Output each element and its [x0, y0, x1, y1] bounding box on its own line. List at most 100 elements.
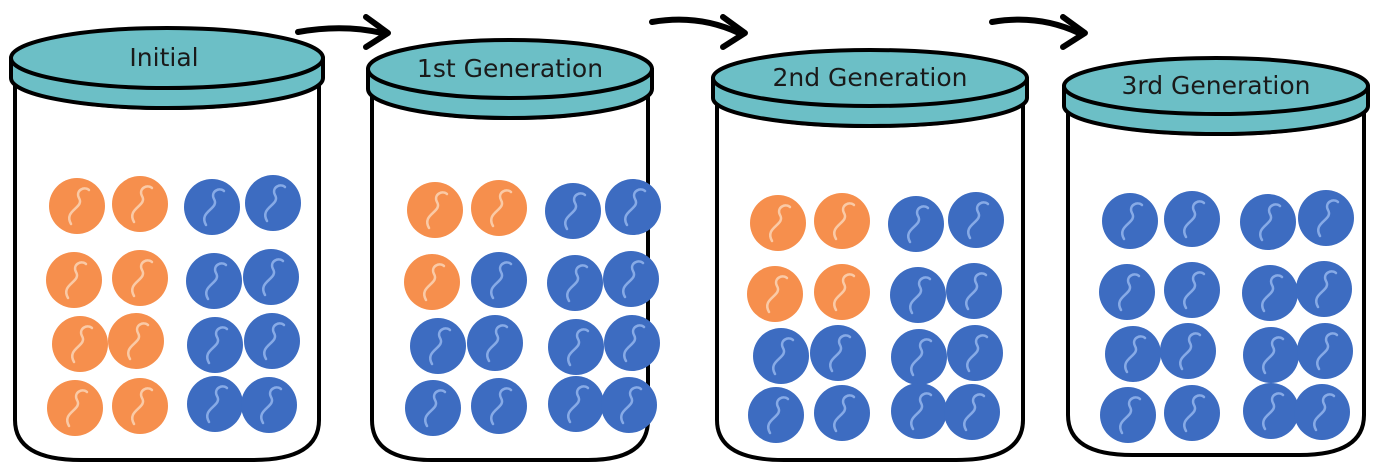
- marble-swirl: [490, 387, 513, 426]
- blue-marble: [186, 253, 242, 309]
- marble-swirl: [203, 188, 226, 227]
- jar-lid: [9, 26, 325, 110]
- blue-marble: [1164, 262, 1220, 318]
- blue-marble: [946, 263, 1002, 319]
- jar-3rd-generation: 3rd Generation: [1062, 56, 1370, 457]
- blue-marble: [604, 315, 660, 371]
- blue-marble: [410, 318, 466, 374]
- orange-marble: [814, 264, 870, 320]
- orange-marble: [112, 176, 168, 232]
- orange-marble: [52, 316, 108, 372]
- blue-marble: [1164, 385, 1220, 441]
- jar-label: 2nd Generation: [772, 63, 967, 92]
- blue-marble: [944, 384, 1000, 440]
- blue-marble: [471, 378, 527, 434]
- blue-marble: [947, 325, 1003, 381]
- marble-swirl: [490, 189, 513, 228]
- marble-swirl: [1183, 271, 1206, 310]
- blue-marble: [1105, 326, 1161, 382]
- jar-lid: [366, 38, 654, 120]
- arrow-icon: [989, 14, 1088, 50]
- blue-marble: [244, 313, 300, 369]
- blue-marble: [814, 385, 870, 441]
- jar-lid: [711, 48, 1029, 128]
- marble-swirl: [131, 259, 154, 298]
- marble-swirl: [424, 389, 447, 428]
- marble-swirl: [769, 204, 792, 243]
- marbles-group: [404, 179, 661, 436]
- marble-swirl: [1183, 200, 1206, 239]
- marble-swirl: [66, 389, 89, 428]
- marble-swirl: [833, 273, 856, 312]
- marble-swirl: [567, 385, 590, 424]
- marble-swirl: [127, 322, 150, 361]
- blue-marble: [1298, 190, 1354, 246]
- marble-swirl: [429, 327, 452, 366]
- blue-marble: [471, 252, 527, 308]
- marble-swirl: [205, 262, 228, 301]
- blue-marble: [948, 192, 1004, 248]
- arrow-head: [363, 14, 391, 50]
- marble-swirl: [833, 202, 856, 241]
- orange-marble: [814, 193, 870, 249]
- blue-marble: [548, 319, 604, 375]
- marble-swirl: [423, 263, 446, 302]
- marbles-group: [1099, 190, 1354, 443]
- blue-marble: [467, 315, 523, 371]
- blue-marble: [891, 329, 947, 385]
- marble-swirl: [1262, 392, 1285, 431]
- marbles-group: [46, 175, 301, 436]
- marble-swirl: [1317, 199, 1340, 238]
- blue-marble: [810, 325, 866, 381]
- marble-swirl: [1183, 394, 1206, 433]
- marble-swirl: [1316, 332, 1339, 371]
- blue-marble: [1164, 191, 1220, 247]
- blue-marble: [243, 249, 299, 305]
- marble-swirl: [907, 205, 930, 244]
- marble-swirl: [65, 261, 88, 300]
- blue-marble: [1102, 193, 1158, 249]
- blue-marble: [245, 175, 301, 231]
- blue-marble: [605, 179, 661, 235]
- blue-marble: [748, 387, 804, 443]
- blue-marble: [891, 383, 947, 439]
- jar-1st-generation: 1st Generation: [366, 38, 661, 462]
- arrow-head: [720, 14, 748, 50]
- marble-swirl: [1261, 274, 1284, 313]
- blue-marble: [1240, 194, 1296, 250]
- marble-swirl: [910, 392, 933, 431]
- blue-marble: [187, 317, 243, 373]
- blue-marble: [1160, 323, 1216, 379]
- marble-swirl: [766, 275, 789, 314]
- marble-swirl: [1121, 202, 1144, 241]
- marble-swirl: [910, 338, 933, 377]
- marble-swirl: [486, 324, 509, 363]
- marble-swirl: [620, 386, 643, 425]
- blue-marble: [545, 183, 601, 239]
- marble-swirl: [622, 260, 645, 299]
- jar-label: 3rd Generation: [1121, 71, 1310, 100]
- marble-swirl: [767, 396, 790, 435]
- marble-swirl: [1119, 396, 1142, 435]
- blue-marble: [1297, 323, 1353, 379]
- marble-swirl: [1315, 270, 1338, 309]
- orange-marble: [404, 254, 460, 310]
- marble-swirl: [772, 337, 795, 376]
- jar-label: Initial: [129, 43, 198, 72]
- arrow-shaft: [295, 25, 385, 36]
- blue-marble: [1294, 384, 1350, 440]
- arrow-shaft: [989, 16, 1082, 36]
- blue-marble: [184, 179, 240, 235]
- blue-marble: [1099, 264, 1155, 320]
- marble-swirl: [965, 272, 988, 311]
- marble-swirl: [490, 261, 513, 300]
- blue-marble: [1100, 387, 1156, 443]
- blue-marble: [1243, 383, 1299, 439]
- marble-swirl: [68, 187, 91, 226]
- jar-initial: Initial: [9, 26, 325, 462]
- marble-swirl: [829, 334, 852, 373]
- marble-swirl: [264, 184, 287, 223]
- blue-marble: [547, 255, 603, 311]
- orange-marble: [47, 380, 103, 436]
- blue-marble: [241, 377, 297, 433]
